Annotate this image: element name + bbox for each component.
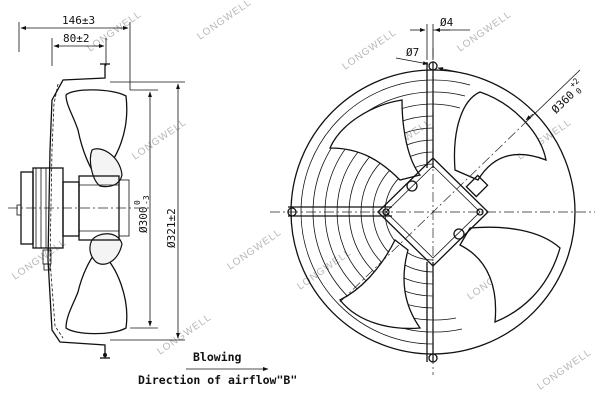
blade-front-lower-right [459,226,561,323]
blade-front-lower-left [338,239,422,330]
dim-inner-diameter-tol-upper: 0 [133,200,142,205]
watermark-text: LONGWELL [340,27,398,72]
watermark-text: LONGWELL [195,0,253,42]
watermark-text: LONGWELL [130,117,188,162]
cable-gland [465,174,489,198]
blade-side-bottom [65,249,128,335]
side-view: 146±3 80±2 Ø30 [8,14,185,359]
airflow-caption: Blowing Direction of airflow"B" [138,350,297,387]
dim-overall-tol-lower: 0 [574,86,584,96]
dim-inner-diameter: Ø300 [137,207,150,234]
blowing-label: Blowing [193,350,242,364]
watermark-text: LONGWELL [535,347,593,392]
watermark-text: LONGWELL [225,227,283,272]
dim-outer-diameter: Ø321±2 [165,208,178,248]
blade-front-upper-left [329,99,422,181]
dim-inner-diameter-tol-lower: -3 [142,195,151,205]
blade-side-mid [89,148,123,188]
front-view: Ø4 Ø7 Ø360 +2 0 [270,16,595,375]
dim-overall-diameter: Ø360 [549,88,577,116]
airflow-direction-label: Direction of airflow"B" [138,373,297,387]
watermark-text: LONGWELL [295,247,353,292]
dim-wire-diameter: Ø4 [440,16,454,29]
dim-hole-diameter: Ø7 [406,46,419,59]
dim-half-depth: 80±2 [63,32,90,45]
dim-total-depth: 146±3 [62,14,95,27]
watermark-text: LONGWELL [10,237,68,282]
blade-front-upper [453,91,547,181]
watermark-text: LONGWELL [455,9,513,54]
dim-overall-tol-upper: +2 [568,76,581,89]
